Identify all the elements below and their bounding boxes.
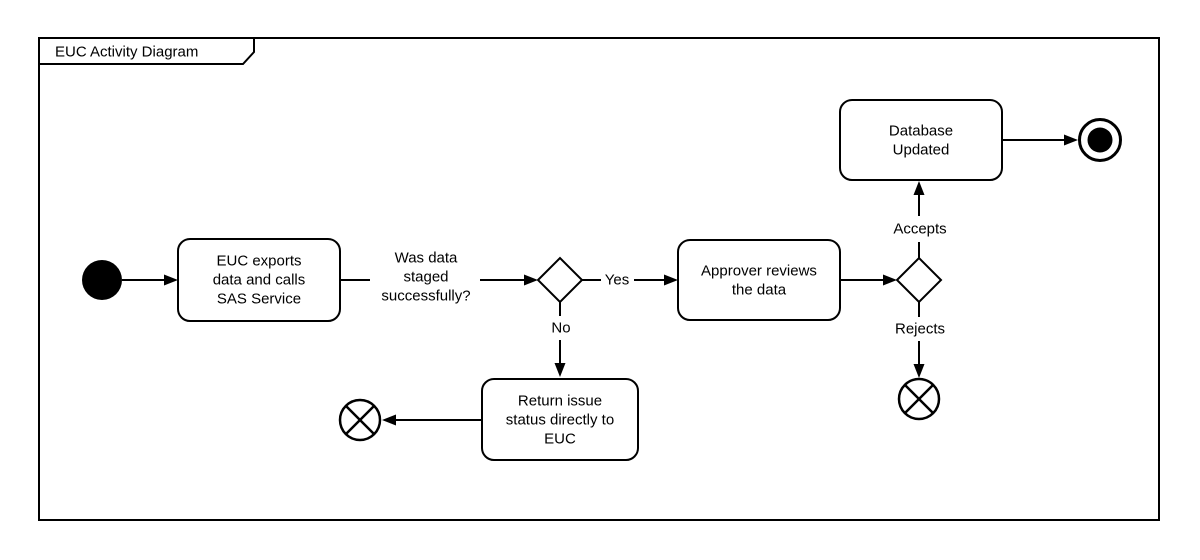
- arrowhead-icon: [164, 274, 178, 286]
- cancel-event-circle: [338, 398, 382, 442]
- end-event-icon: [1078, 118, 1122, 162]
- gateway-approval-icon: [895, 256, 943, 304]
- task-database-updated: Database Updated: [839, 99, 1003, 181]
- arrowhead-icon: [554, 363, 566, 377]
- flow-no-to-return: No: [551, 302, 571, 377]
- task-label-line: data and calls: [213, 272, 306, 289]
- arrowhead-icon: [883, 274, 897, 286]
- task-label-line: Updated: [893, 142, 950, 159]
- flow-label-no: No: [551, 320, 570, 337]
- flow-start-to-export: [122, 274, 178, 286]
- flow-return-to-cancel: [382, 414, 482, 426]
- diagram-title: EUC Activity Diagram: [55, 44, 198, 61]
- cancel-x-stroke: [904, 384, 934, 414]
- cancel-event-circle: [897, 377, 941, 421]
- flow-label-accepts: Accepts: [893, 221, 946, 238]
- task-label-line: SAS Service: [217, 291, 301, 308]
- flow-export-to-gateway: Was data staged successfully?: [340, 250, 538, 305]
- task-approver-reviews: Approver reviews the data: [677, 239, 841, 321]
- task-label-line: EUC exports: [216, 253, 301, 270]
- task-label-line: Approver reviews: [701, 263, 817, 280]
- flow-accepts-to-database: Accepts: [893, 181, 947, 258]
- task-label-line: status directly to: [506, 412, 614, 429]
- flow-label-rejects: Rejects: [895, 321, 945, 338]
- flow-database-to-end: [1002, 134, 1078, 146]
- task-label-line: the data: [732, 282, 787, 299]
- task-label-line: EUC: [544, 431, 576, 448]
- arrowhead-icon: [913, 181, 925, 195]
- arrowhead-icon: [524, 274, 538, 286]
- start-event-icon: [82, 260, 122, 300]
- task-box: [677, 239, 841, 321]
- flow-label-line: Was data: [395, 250, 458, 267]
- cancel-end-event-icon-right: [897, 377, 941, 421]
- arrowhead-icon: [1064, 134, 1078, 146]
- task-box: [839, 99, 1003, 181]
- task-label-line: Database: [889, 123, 953, 140]
- flow-label-yes: Yes: [605, 272, 629, 289]
- arrowhead-icon: [664, 274, 678, 286]
- task-label-line: Return issue: [518, 393, 602, 410]
- flow-yes-to-review: Yes: [582, 272, 678, 289]
- end-event-core: [1087, 127, 1113, 153]
- task-return-issue: Return issue status directly to EUC: [481, 378, 639, 461]
- title-tab: [38, 37, 255, 65]
- arrowhead-icon: [913, 364, 925, 378]
- flow-review-to-gateway: [840, 274, 897, 286]
- cancel-end-event-icon-left: [338, 398, 382, 442]
- flow-label-line: staged: [403, 269, 448, 286]
- flow-label-line: successfully?: [381, 288, 470, 305]
- arrowhead-icon: [382, 414, 396, 426]
- task-euc-exports: EUC exports data and calls SAS Service: [177, 238, 341, 322]
- flow-rejects-to-cancel: Rejects: [895, 302, 945, 378]
- cancel-x-stroke: [345, 405, 375, 435]
